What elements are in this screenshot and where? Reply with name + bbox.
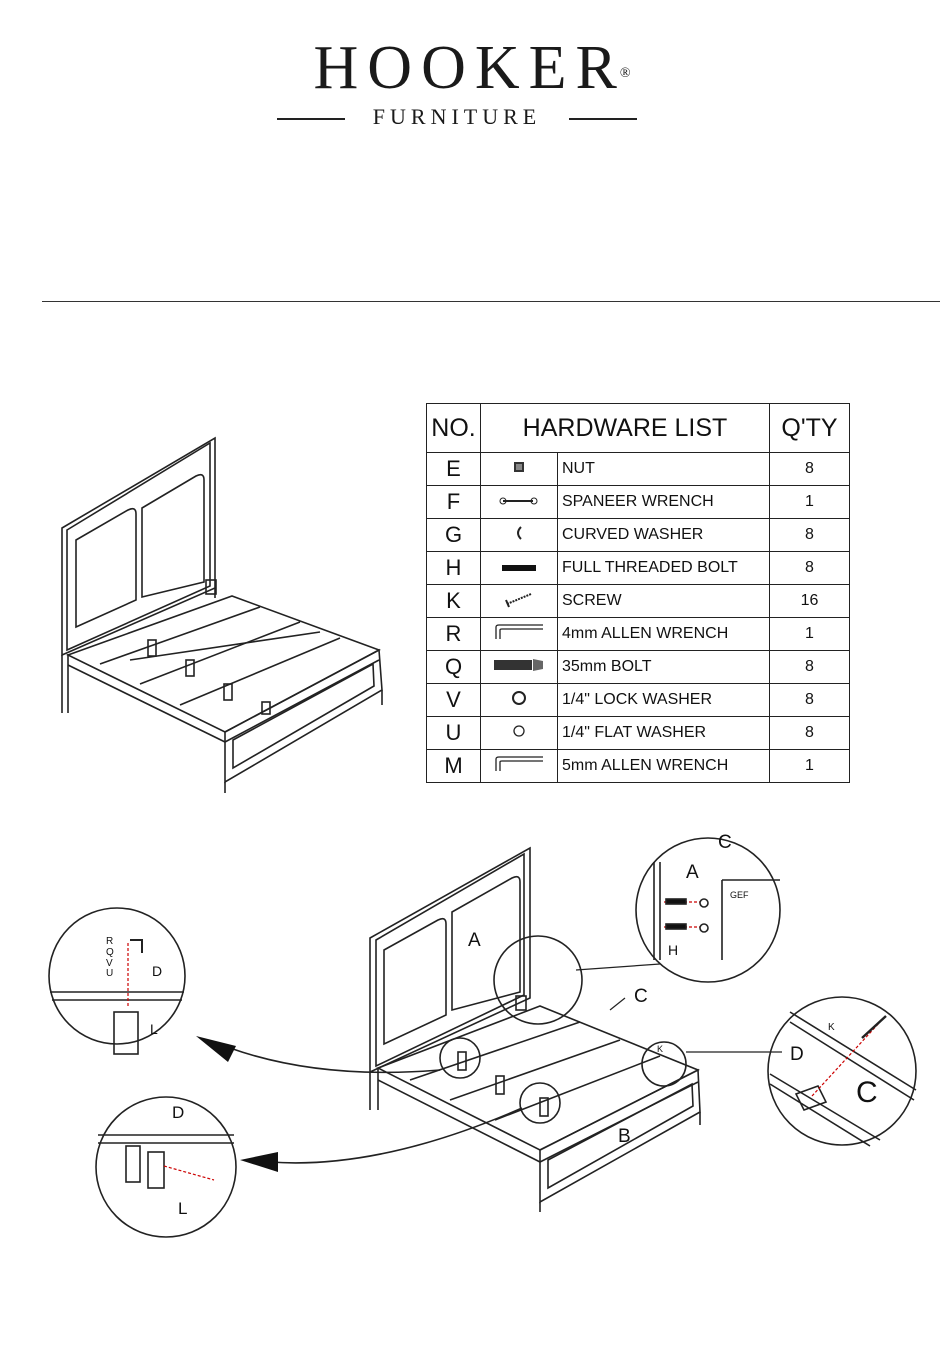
label-stack-gef: GEF bbox=[730, 890, 749, 900]
label-bracket-l-top: L bbox=[150, 1021, 158, 1037]
label-screw-k-detail: K bbox=[828, 1022, 835, 1033]
label-bolt-h: H bbox=[668, 942, 678, 958]
label-headboard: A bbox=[468, 930, 481, 951]
label-stack-q: Q bbox=[106, 947, 114, 958]
label-detail-rail: C bbox=[718, 832, 732, 853]
label-support-d-right: D bbox=[790, 1044, 804, 1065]
label-bracket-l-bottom: L bbox=[178, 1199, 187, 1218]
label-footboard: B bbox=[618, 1126, 631, 1147]
label-side-rail: C bbox=[634, 986, 648, 1007]
label-screw-k: K bbox=[657, 1044, 663, 1054]
label-stack-u: U bbox=[106, 968, 113, 979]
label-support-d-bottom: D bbox=[172, 1103, 184, 1122]
label-stack-r: R bbox=[106, 936, 113, 947]
label-support-d-top: D bbox=[152, 963, 162, 979]
label-detail-headboard: A bbox=[686, 862, 699, 883]
label-rail-c-right: C bbox=[856, 1076, 878, 1109]
